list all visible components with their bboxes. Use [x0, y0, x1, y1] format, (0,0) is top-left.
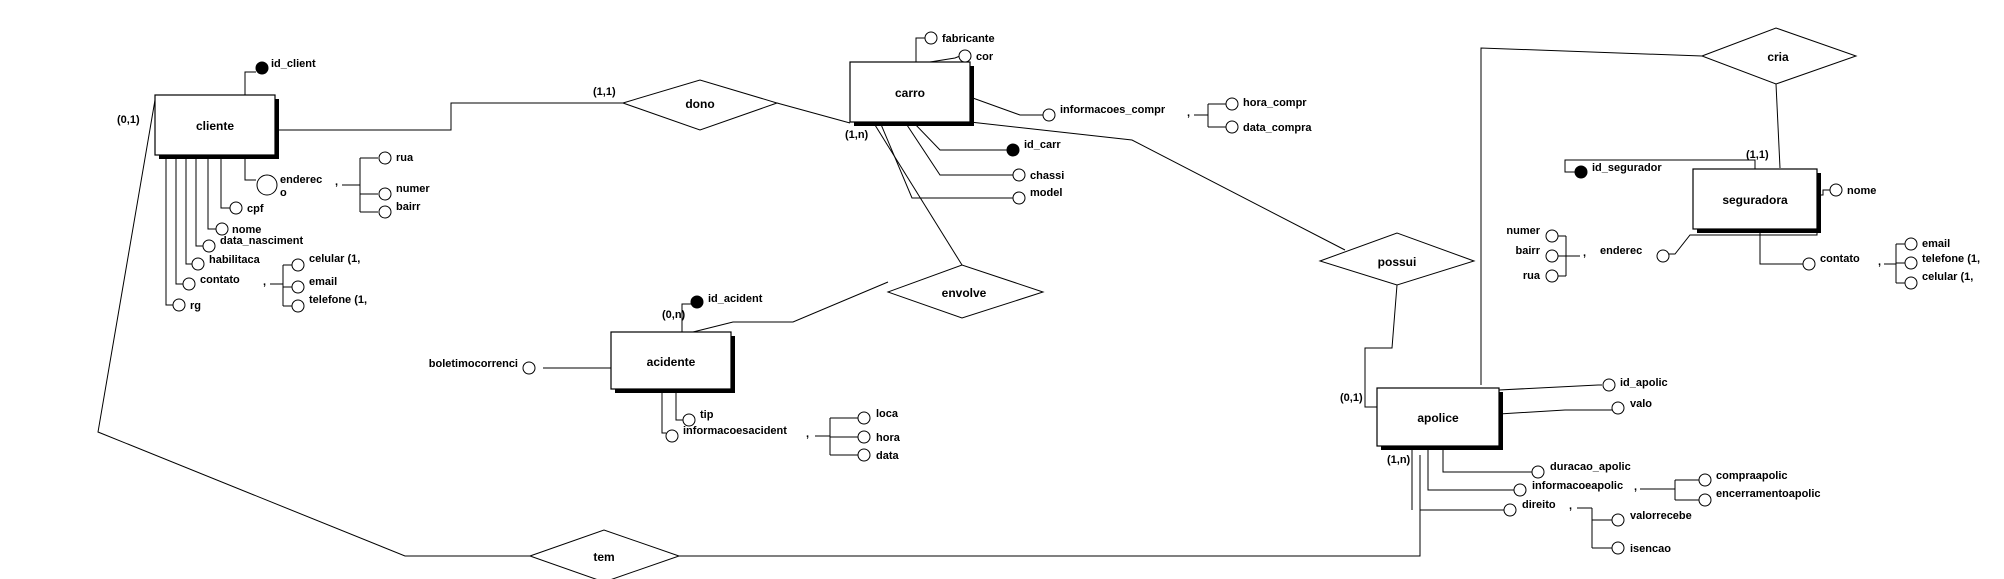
attr-cliente-numero: numer [396, 183, 430, 195]
cliente-attributes: id_client enderec o , rua numer bairr cp… [165, 58, 430, 313]
attr-apolice-valor-recebe: valorrecebe [1630, 510, 1692, 522]
seguradora-attributes: id_segurador nome enderec , numer bairr … [1506, 159, 1980, 290]
attr-cliente-nome: nome [232, 224, 261, 236]
attr-cliente-celular: celular (1, [309, 253, 360, 265]
attr-cliente-bairro: bairr [396, 201, 421, 213]
comma-separator: , [1878, 256, 1881, 268]
composite-attribute-icon [256, 174, 278, 196]
comma-separator: , [263, 276, 266, 288]
carro-attributes: fabricante cor informacoes_compr , hora_… [879, 31, 1312, 205]
key-attribute-icon [1574, 165, 1588, 179]
attr-apolice-direito: direito [1522, 499, 1556, 511]
comma-separator: , [1569, 500, 1572, 512]
cardinality-cliente: (0,1) [117, 114, 140, 126]
cardinalities: (0,1) (1,1) (1,n) (0,n) (1,1) (0,1) (1,n… [117, 86, 1769, 466]
attr-cliente-cpf: cpf [247, 203, 264, 215]
comma-separator: , [806, 428, 809, 440]
comma-separator: , [1583, 247, 1586, 259]
cardinality-acidente: (0,n) [662, 309, 686, 321]
cardinality-apolice-top: (0,1) [1340, 392, 1363, 404]
attr-apolice-duracao: duracao_apolic [1550, 461, 1631, 473]
attr-apolice-isencao: isencao [1630, 543, 1671, 555]
entity-label: acidente [647, 355, 696, 369]
entity-cliente[interactable]: cliente [154, 94, 279, 159]
attr-seguradora-contato: contato [1820, 253, 1860, 265]
attr-carro-id: id_carr [1024, 139, 1061, 151]
entity-label: cliente [196, 119, 234, 133]
attr-cliente-rua: rua [396, 152, 414, 164]
attr-acidente-informacoes: informacoesacident [683, 425, 787, 437]
attr-carro-informacoes-compra: informacoes_compr [1060, 104, 1166, 116]
attr-seguradora-endereco: enderec [1600, 245, 1642, 257]
attr-acidente-data: data [876, 450, 900, 462]
attr-carro-hora-compra: hora_compr [1243, 97, 1307, 109]
attr-apolice-encerramento: encerramentoapolic [1716, 488, 1821, 500]
entity-acidente[interactable]: acidente [610, 331, 735, 393]
relationship-tem[interactable]: tem [528, 529, 681, 579]
attr-cliente-telefone: telefone (1, [309, 294, 367, 306]
cardinality-dono: (1,1) [593, 86, 616, 98]
attr-carro-data-compra: data_compra [1243, 122, 1312, 134]
attr-seguradora-email: email [1922, 238, 1950, 250]
attr-acidente-boletim: boletimocorrenci [429, 358, 518, 370]
attr-cliente-id: id_client [271, 58, 316, 70]
attr-seguradora-rua: rua [1523, 270, 1541, 282]
entity-seguradora[interactable]: seguradora [1692, 168, 1821, 233]
attr-cliente-endereco-2: o [280, 187, 287, 199]
relationship-label: cria [1767, 50, 1789, 64]
relationship-label: possui [1378, 255, 1417, 269]
relationship-label: envolve [942, 286, 987, 300]
attr-seguradora-telefone: telefone (1, [1922, 253, 1980, 265]
attr-cliente-endereco: enderec [280, 174, 322, 186]
attr-seguradora-celular: celular (1, [1922, 271, 1973, 283]
cardinality-apolice-bottom: (1,n) [1387, 454, 1411, 466]
key-attribute-icon [1006, 143, 1020, 157]
cardinality-seguradora: (1,1) [1746, 149, 1769, 161]
comma-separator: , [1634, 481, 1637, 493]
attr-cliente-data-nascimento: data_nasciment [220, 235, 303, 247]
attr-cliente-habilitacao: habilitaca [209, 254, 261, 266]
relationship-label: dono [685, 97, 714, 111]
attr-cliente-contato: contato [200, 274, 240, 286]
attr-carro-chassi: chassi [1030, 170, 1064, 182]
entity-label: carro [895, 86, 925, 100]
attr-acidente-local: loca [876, 408, 899, 420]
relationship-dono[interactable]: dono [621, 79, 779, 131]
comma-separator: , [1187, 107, 1190, 119]
attr-carro-cor: cor [976, 51, 994, 63]
key-attribute-icon [690, 295, 704, 309]
attr-apolice-valor: valo [1630, 398, 1652, 410]
entity-label: seguradora [1722, 193, 1788, 207]
apolice-attributes: id_apolic valo duracao_apolic informacoe… [1411, 377, 1821, 555]
attr-apolice-id: id_apolic [1620, 377, 1668, 389]
attr-acidente-id: id_acident [708, 293, 763, 305]
attr-seguradora-numero: numer [1506, 225, 1540, 237]
relationship-envolve[interactable]: envolve [886, 264, 1045, 319]
attr-apolice-compra: compraapolic [1716, 470, 1788, 482]
entity-apolice[interactable]: apolice [1376, 387, 1503, 450]
attr-acidente-tipo: tip [700, 409, 714, 421]
attr-carro-fabricante: fabricante [942, 33, 995, 45]
entity-carro[interactable]: carro [849, 61, 974, 126]
attr-carro-modelo: model [1030, 187, 1062, 199]
attr-seguradora-id: id_segurador [1592, 162, 1662, 174]
key-attribute-icon [255, 61, 269, 75]
cardinality-carro: (1,n) [845, 129, 869, 141]
relationship-label: tem [593, 550, 614, 564]
attr-cliente-email: email [309, 276, 337, 288]
relationship-possui[interactable]: possui [1318, 232, 1476, 286]
attr-seguradora-nome: nome [1847, 185, 1876, 197]
attr-seguradora-bairro: bairr [1516, 245, 1541, 257]
attr-acidente-hora: hora [876, 432, 901, 444]
attr-cliente-rg: rg [190, 300, 201, 312]
comma-separator: , [335, 176, 338, 188]
entity-label: apolice [1417, 411, 1459, 425]
acidente-attributes: id_acident boletimocorrenci tip informac… [429, 293, 901, 462]
attr-apolice-informacoes: informacoeapolic [1532, 480, 1623, 492]
relationship-cria[interactable]: cria [1700, 27, 1858, 85]
